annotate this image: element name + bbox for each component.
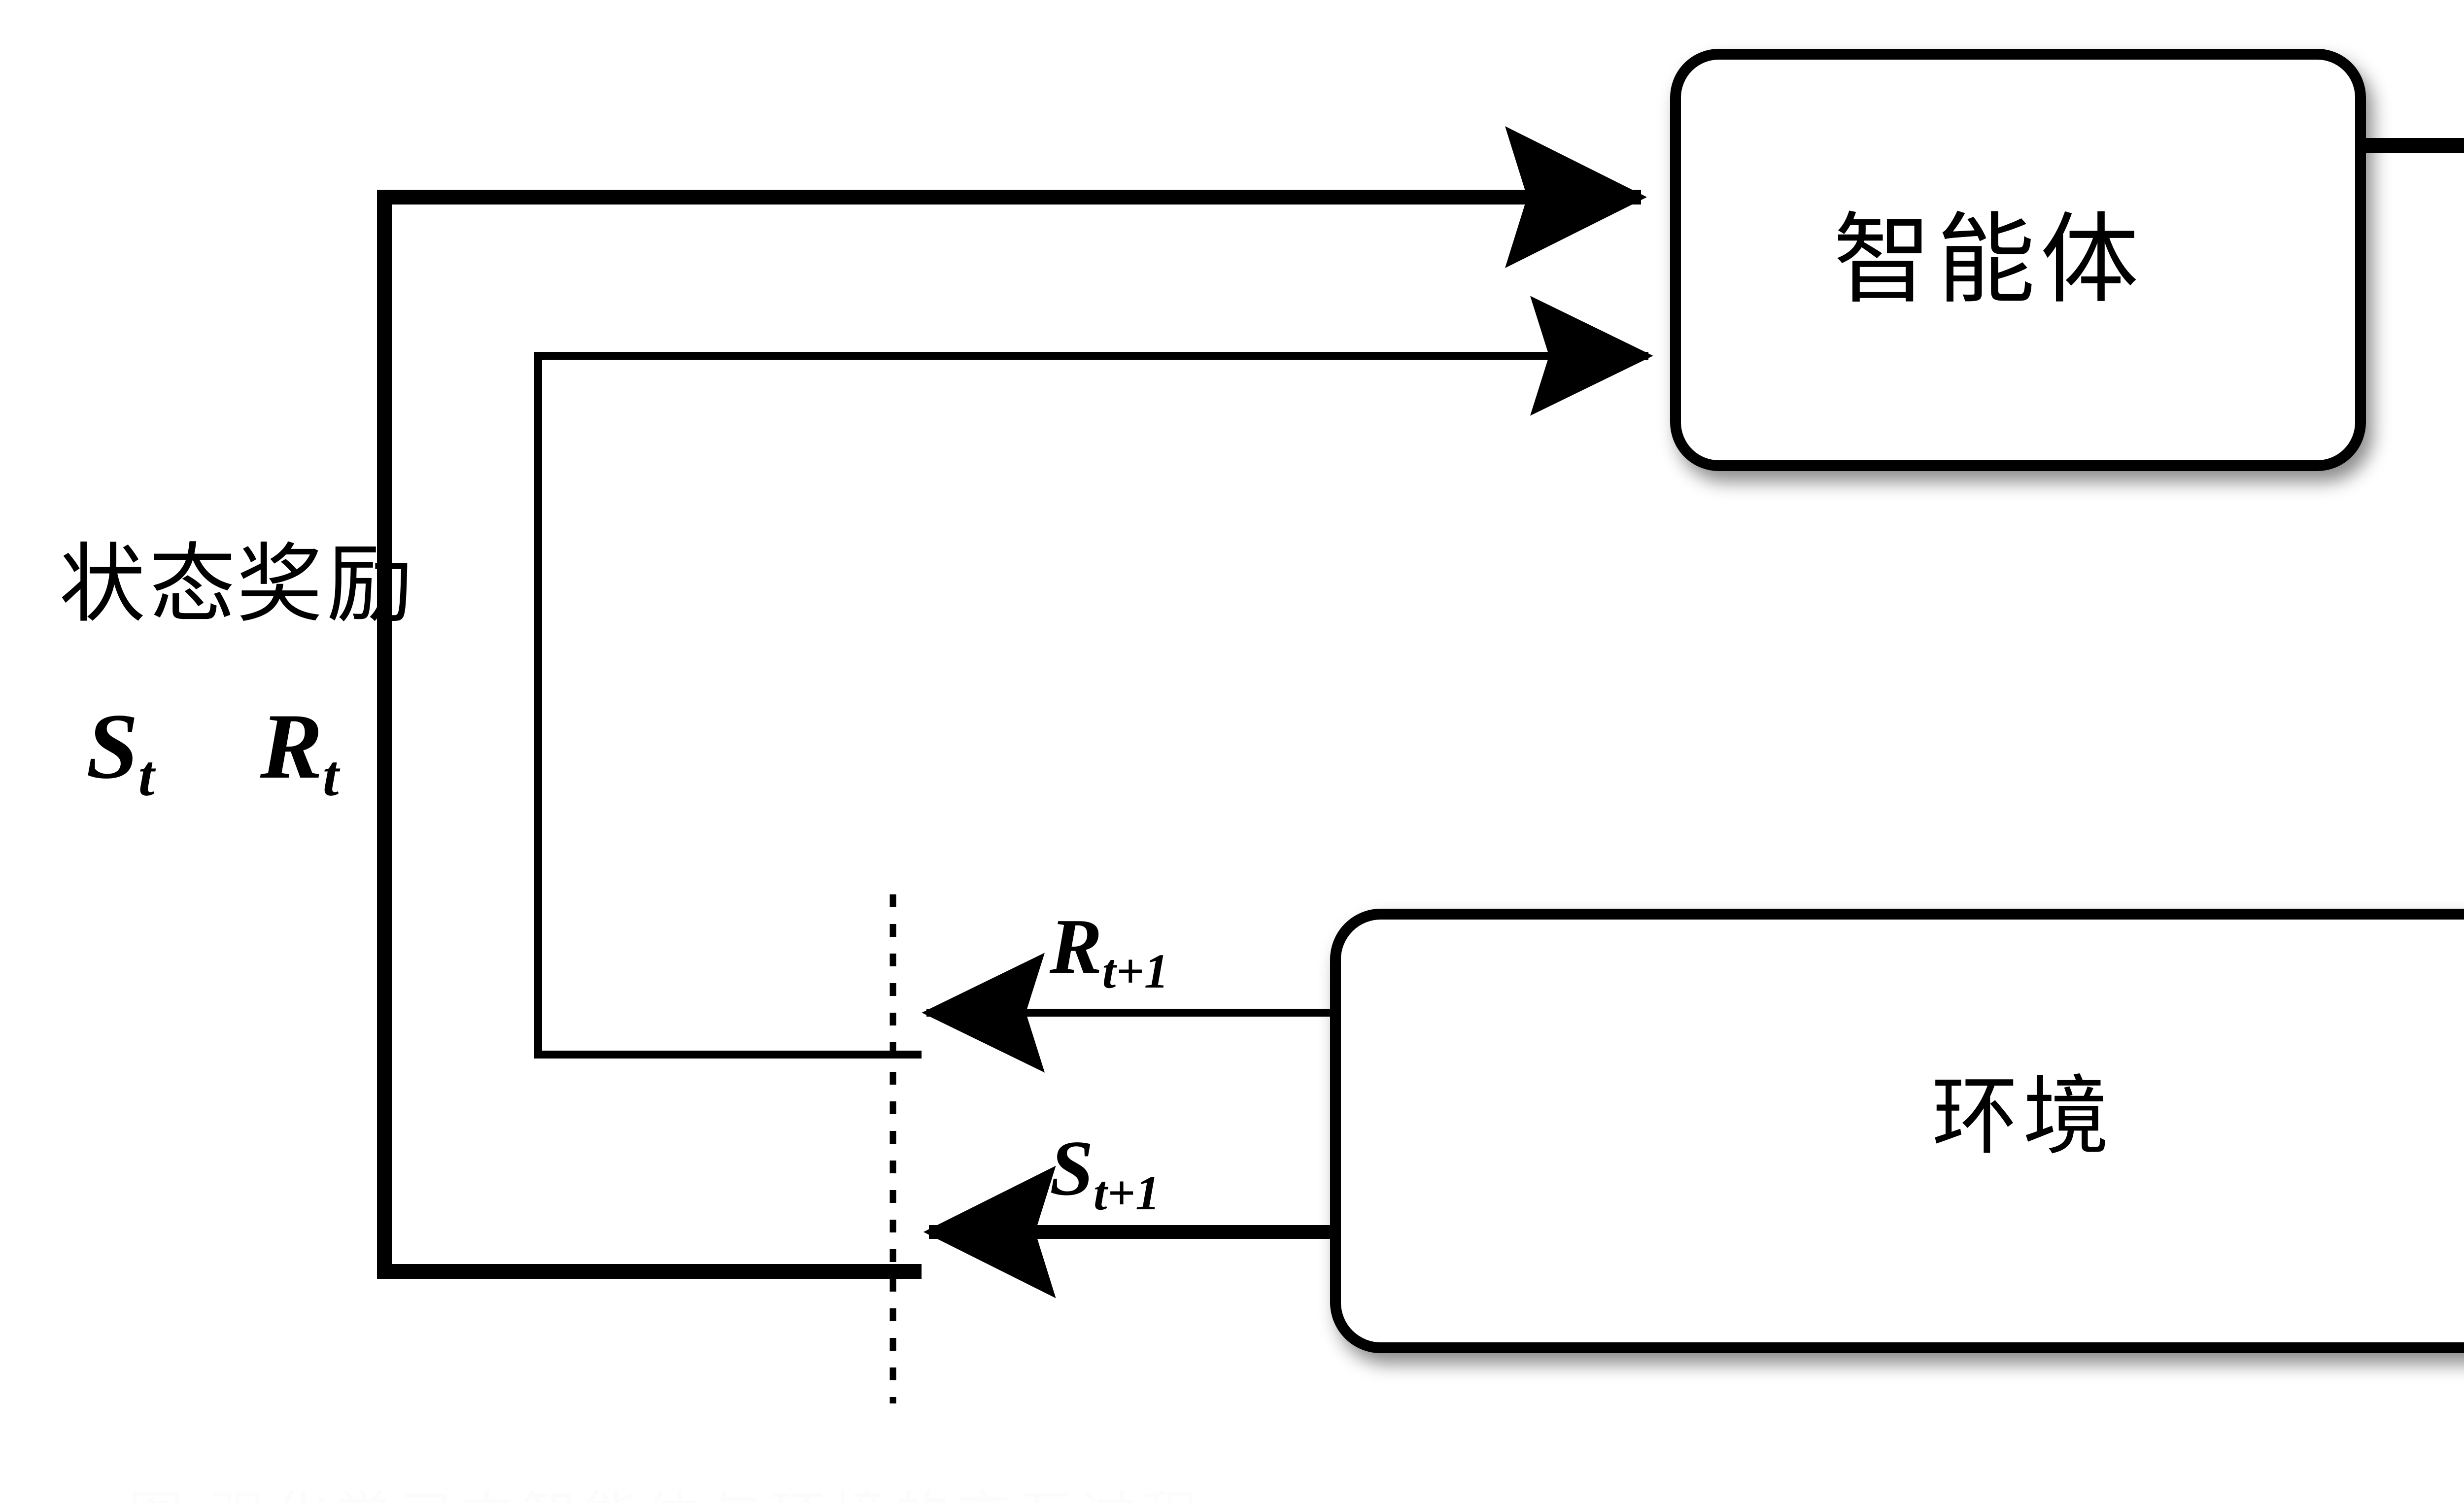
figure-caption: 图 强化学习中智能体与环境的交互过程 [128,1472,1204,1503]
reward-edge-label: 奖励 [237,537,417,633]
agent-box[interactable] [1670,49,2366,471]
reward-edge [534,296,1653,1059]
environment-box[interactable] [1330,909,2464,1353]
next-reward-symbol: Rt+1 [1050,907,1169,996]
next-state-symbol-subscript: t+1 [1093,1166,1161,1220]
agent-box-label: 智能体 [1833,206,2144,315]
next-state-symbol: St+1 [1050,1128,1160,1218]
state-symbol: St [86,700,155,805]
reward-symbol: Rt [260,700,339,805]
reward-symbol-base: R [260,695,323,798]
state-edge [377,126,1647,1279]
state-edge-label: 状态 [59,537,240,633]
environment-box-label: 环境 [1932,1069,2114,1165]
state-symbol-base: S [86,695,138,798]
next-reward-symbol-subscript: t+1 [1102,944,1169,998]
next-reward-symbol-base: R [1050,902,1102,990]
reward-symbol-subscript: t [322,744,339,808]
state-symbol-subscript: t [138,744,155,808]
next-state-symbol-base: S [1050,1124,1094,1212]
